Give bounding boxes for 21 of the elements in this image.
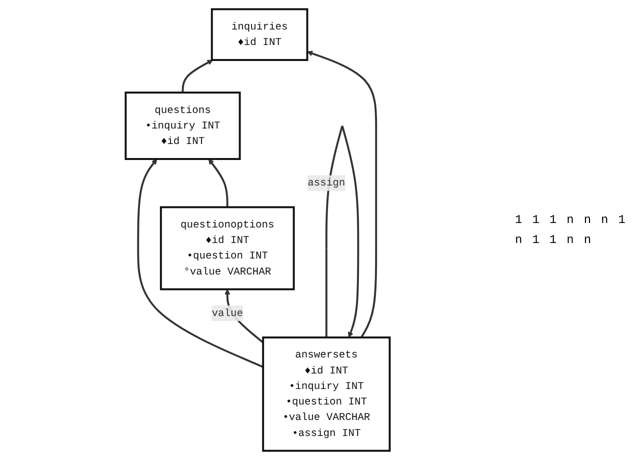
cardinality-label: n: [582, 232, 592, 248]
cardinality-label: n: [582, 212, 592, 228]
cardinality-label: n: [514, 232, 524, 248]
node-box: inquiries ♦id INT: [211, 8, 309, 61]
arrow: [208, 158, 229, 208]
cardinality-label: 1: [514, 212, 524, 228]
arrow: [307, 50, 378, 338]
cardinality-label: 1: [531, 232, 540, 248]
edge-label: assign: [308, 177, 346, 189]
arrow: [182, 60, 214, 93]
cardinality-label: 1: [617, 212, 626, 228]
edge-label: value: [212, 308, 244, 320]
cardinality-label: 1: [548, 212, 558, 228]
node-box: questionoptions ♦id INT •question INT °value VARCHAR: [160, 206, 296, 290]
cardinality-label: n: [566, 232, 575, 248]
cardinality-label: 1: [548, 232, 558, 248]
cardinality-label: n: [600, 212, 610, 228]
node-box: questions •inquiry INT ♦id INT: [125, 92, 242, 160]
cardinality-label: n: [566, 212, 575, 228]
node-box: answersets ♦id INT •inquiry INT •question INT •value VARCHAR •assign INT: [262, 336, 391, 452]
cardinality-label: 1: [531, 212, 540, 228]
